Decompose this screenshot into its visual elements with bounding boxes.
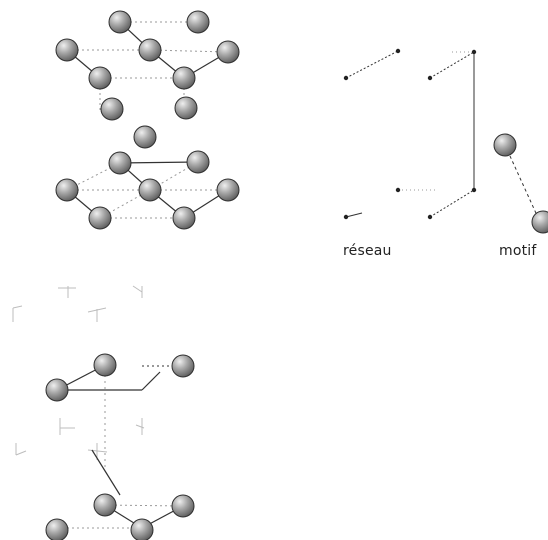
lattice [343,48,477,220]
motif [493,133,548,234]
structure-fragment-lower [45,449,195,540]
lattice-point [395,48,401,54]
atom-sphere [133,125,157,149]
atom-sphere [108,151,132,175]
atom-sphere [45,518,69,540]
lattice-point [343,214,349,220]
lattice-points [343,48,477,220]
atom-sphere [174,96,198,120]
atom-sphere [55,178,79,202]
ghost-arrow-icon [132,285,143,298]
lattice-label: réseau [343,243,392,259]
atom-sphere [88,66,112,90]
ghost-arrow-icon [59,418,75,435]
atom-sphere [45,378,69,402]
atom-sphere [93,493,117,517]
ghost-arrow-icon [15,443,27,456]
ghost-arrow-icon [87,443,108,460]
atom-sphere [138,178,162,202]
motif-atom [493,133,517,157]
motif-atom [531,210,548,234]
atom-sphere [93,353,117,377]
atom-sphere [171,494,195,518]
lattice-point [427,75,433,81]
crystal-structure [55,10,240,230]
lattice-point [343,75,349,81]
structure-fragment-upper [45,353,195,470]
atom-sphere [130,518,154,540]
lattice-point [471,187,477,193]
lattice-point [427,214,433,220]
lattice-lines [345,50,475,218]
atom-sphere [138,38,162,62]
atom-sphere [100,97,124,121]
atom-sphere [216,178,240,202]
lattice-point [471,49,477,55]
lattice-point [395,187,401,193]
ghost-arrow-icon [12,305,23,322]
atom-sphere [171,354,195,378]
ghost-arrow-icon [58,286,76,298]
lattice-dotted-lines [398,51,474,191]
atom-sphere [108,10,132,34]
atom-sphere [172,206,196,230]
atom-sphere [88,206,112,230]
motif-label: motif [499,243,537,259]
atom-sphere [172,66,196,90]
atom-sphere [186,150,210,174]
atom-sphere [186,10,210,34]
crystal-atoms [55,10,240,230]
ghost-arrow-icon [87,307,107,322]
atom-sphere [216,40,240,64]
atom-sphere [55,38,79,62]
ghost-arrows [12,285,145,460]
ghost-arrow-icon [135,418,145,435]
